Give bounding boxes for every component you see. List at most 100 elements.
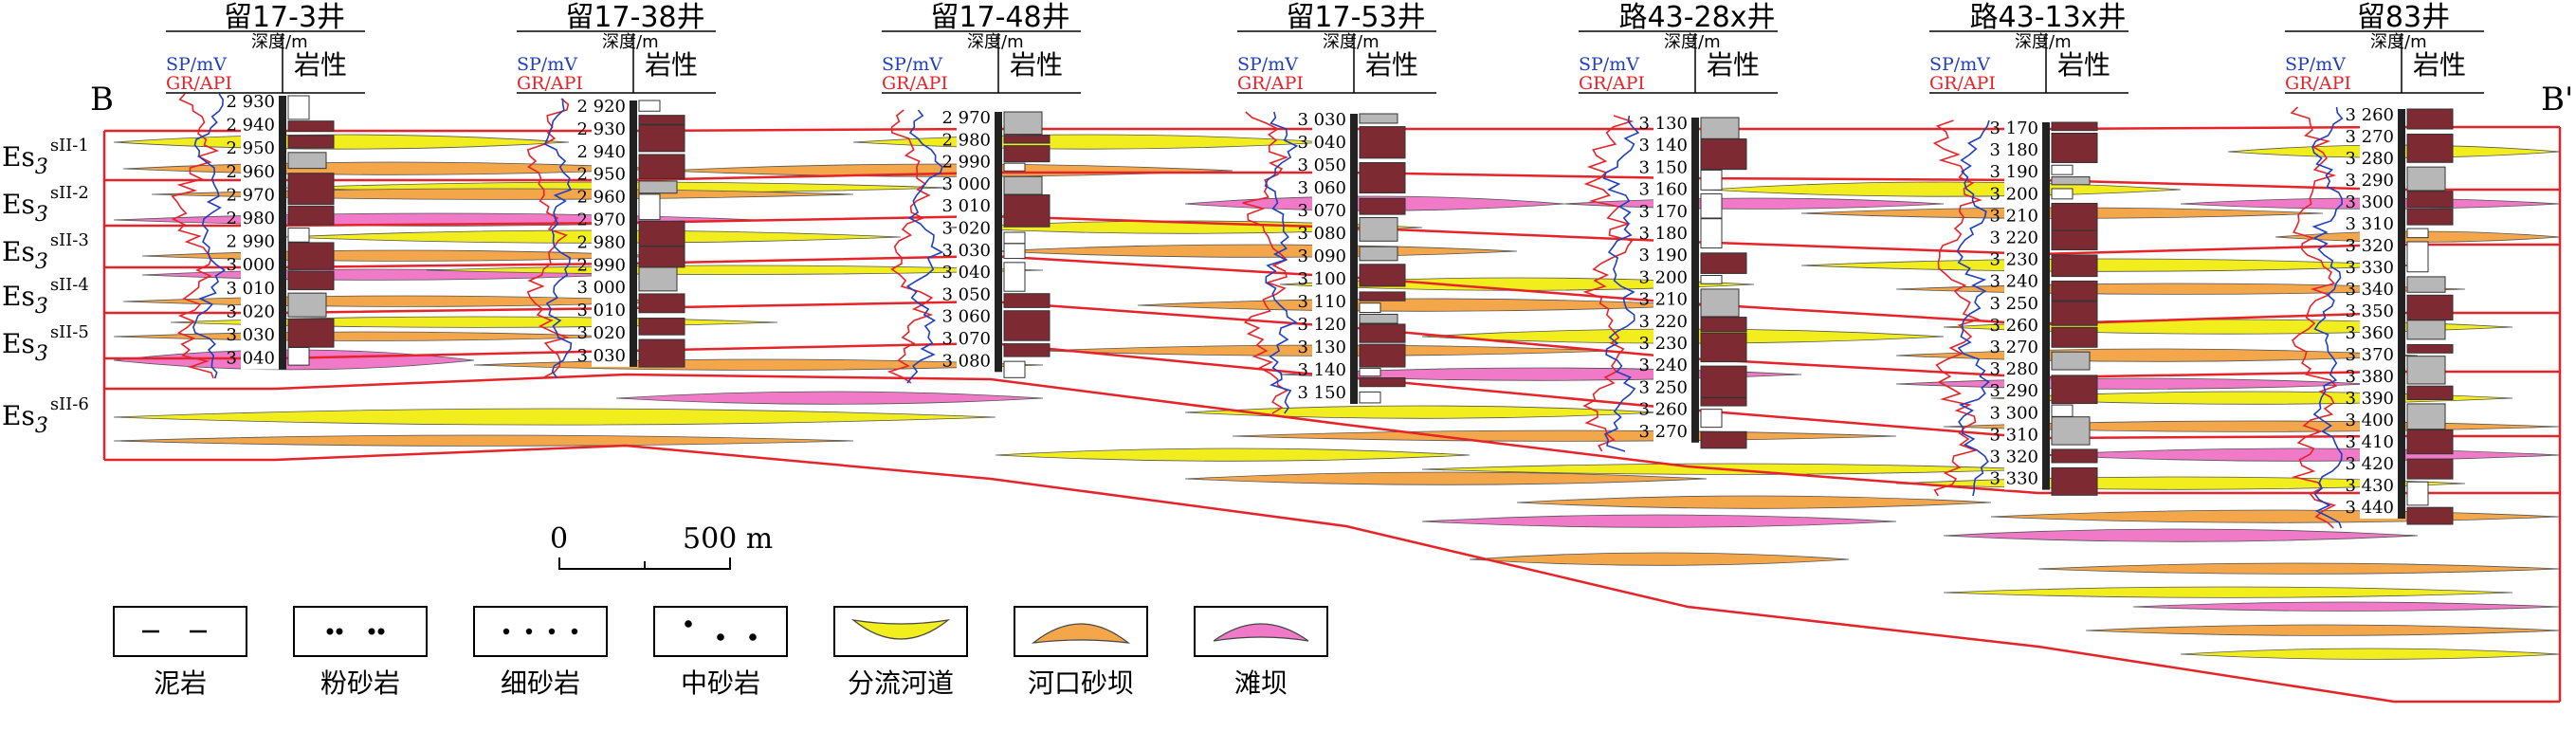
lithology-interval — [287, 135, 335, 149]
sequence-boundary — [104, 373, 2560, 495]
depth-header: 深度/m — [602, 32, 659, 52]
lithology-interval — [638, 246, 685, 268]
depth-label: 3 320 — [1989, 448, 2038, 467]
lithology-interval — [287, 318, 335, 348]
well-name: 留83井 — [2357, 1, 2450, 34]
lithology-interval — [1003, 262, 1026, 292]
sand-body-channel — [995, 448, 1471, 462]
lithology-interval — [2051, 164, 2074, 175]
depth-label: 3 070 — [941, 329, 991, 349]
well-name: 留17-38井 — [565, 1, 704, 34]
lithology-bar — [995, 112, 1002, 373]
lithology-interval — [1003, 343, 1050, 357]
sand-body-mouth-bar — [1469, 552, 1850, 566]
depth-label: 3 420 — [2345, 454, 2394, 474]
lithology-interval — [2406, 133, 2454, 163]
depth-label: 3 090 — [1297, 247, 1346, 266]
sp-header: SP/mV — [882, 54, 942, 75]
depth-label: 3 010 — [576, 301, 626, 320]
depth-label: 3 360 — [2345, 323, 2394, 343]
depth-label: 2 960 — [226, 162, 275, 182]
depth-label: 3 180 — [1638, 224, 1688, 244]
depth-label: 2 940 — [576, 142, 626, 162]
depth-header: 深度/m — [2015, 32, 2072, 52]
sand-body-mouth-bar — [1232, 429, 1897, 442]
depth-label: 3 390 — [2345, 389, 2394, 409]
sand-body-mouth-bar — [2037, 562, 2561, 575]
lithology-interval — [638, 154, 685, 179]
lithology-interval — [638, 180, 678, 194]
depth-label: 3 310 — [2345, 214, 2394, 234]
gr-header: GR/API — [166, 73, 232, 94]
depth-label: 3 260 — [1989, 316, 2038, 336]
lithology-interval — [2051, 202, 2098, 231]
depth-label: 3 200 — [1638, 267, 1688, 287]
gr-curve — [1242, 111, 1289, 414]
sand-body-channel — [2180, 648, 2561, 660]
depth-label: 3 060 — [941, 307, 991, 327]
section-frame — [102, 127, 2562, 702]
legend-swatch — [1014, 606, 1148, 657]
sand-body-beach-bar — [1421, 514, 1897, 528]
depth-label: 2 960 — [576, 188, 626, 208]
depth-label: 3 020 — [941, 219, 991, 239]
depth-label: 3 380 — [2345, 367, 2394, 387]
depth-label: 3 160 — [1638, 180, 1688, 200]
depth-label: 2 920 — [576, 97, 626, 117]
lithology-interval — [638, 100, 661, 112]
depth-label: 3 190 — [1989, 162, 2038, 182]
sand-body-mouth-bar — [1895, 348, 2419, 362]
depth-label: 2 950 — [226, 138, 275, 158]
depth-label: 2 970 — [226, 185, 275, 205]
sequence-boundary — [104, 444, 2560, 704]
depth-label: 3 010 — [226, 279, 275, 299]
lithology-interval — [1003, 360, 1026, 378]
lithology-interval — [1003, 293, 1050, 308]
sand-body-channel — [1800, 258, 2419, 272]
lithology-interval — [1700, 409, 1723, 429]
legend-item-medium-sandstone: 中砂岩 — [653, 606, 788, 699]
sand-body-mouth-bar — [2085, 624, 2561, 636]
gr-header: GR/API — [882, 73, 948, 94]
sand-body-channel — [113, 134, 570, 150]
lithology-interval — [287, 292, 327, 318]
depth-label: 3 220 — [1989, 228, 2038, 248]
lithology-interval — [1700, 218, 1723, 249]
depth-label: 3 080 — [941, 351, 991, 371]
depth-label: 3 330 — [2345, 258, 2394, 278]
sand-body-channel — [852, 134, 1328, 150]
sp-curve — [1264, 111, 1299, 414]
gr-curve — [1932, 119, 1982, 497]
depth-label: 3 170 — [1638, 202, 1688, 222]
depth-label: 3 030 — [226, 325, 275, 345]
depth-label: 3 250 — [1638, 377, 1688, 397]
sand-body-mouth-bar — [1184, 471, 1708, 485]
strata-label: Es3sII-3 — [2, 230, 89, 274]
depth-label: 3 240 — [1638, 356, 1688, 375]
depth-label: 3 230 — [1638, 334, 1688, 354]
depth-label: 3 430 — [2345, 476, 2394, 496]
sand-body-beach-bar — [1895, 377, 2371, 390]
lithology-interval — [2406, 276, 2446, 293]
lithology-interval — [2406, 481, 2429, 506]
strata-labels: Es3sII-1Es3sII-2Es3sII-3Es3sII-4Es3sII-5… — [2, 136, 89, 438]
sp-curve — [2311, 106, 2344, 529]
lithology-interval — [2051, 229, 2098, 250]
legend-swatch — [113, 606, 247, 657]
lithology-header: 岩性 — [1365, 49, 1418, 81]
lithology-interval — [1359, 162, 1406, 193]
sp-header: SP/mV — [517, 54, 577, 75]
depth-label: 2 970 — [941, 108, 991, 128]
lithology-interval — [1359, 291, 1406, 302]
depth-track — [241, 96, 279, 370]
lithology-interval — [287, 242, 335, 270]
depth-label: 3 100 — [1297, 269, 1346, 289]
depth-label: 3 010 — [941, 196, 991, 216]
lithology-interval — [287, 95, 310, 120]
legend: 泥岩粉砂岩细砂岩中砂岩分流河道河口砂坝滩坝 — [113, 606, 1328, 699]
legend-label: 中砂岩 — [681, 667, 760, 699]
section-start-label: B — [90, 81, 114, 119]
lithology-bar — [630, 101, 637, 367]
